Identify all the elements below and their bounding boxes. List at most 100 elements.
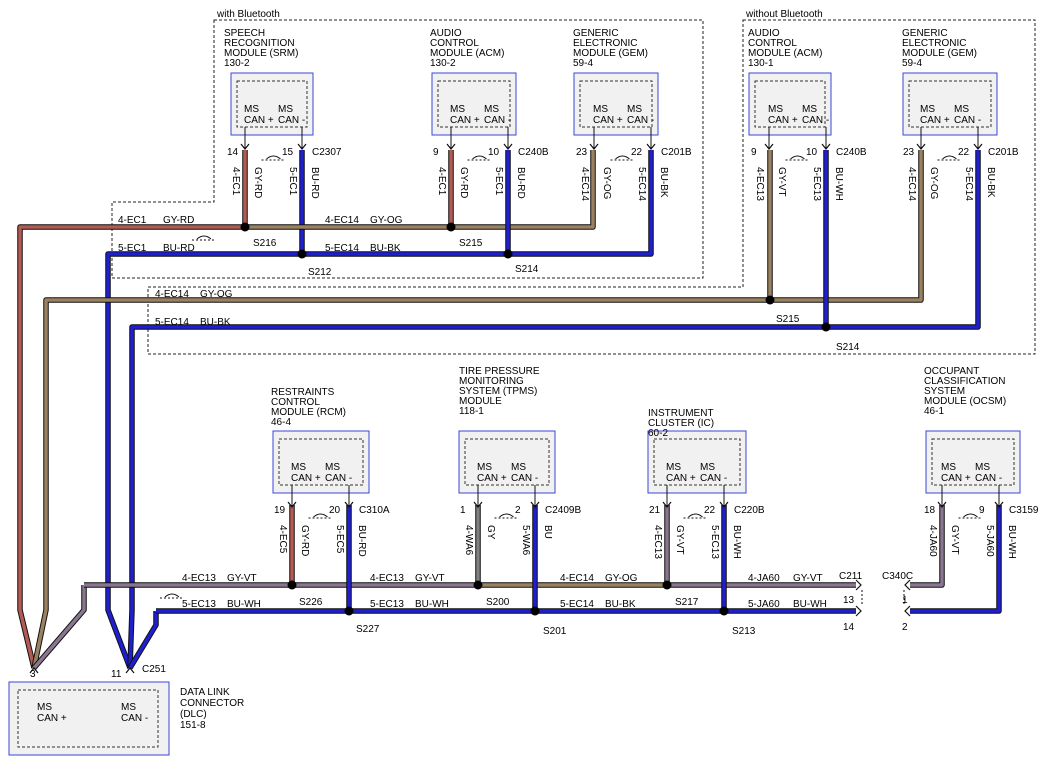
pin-label-can-minus: MS bbox=[700, 462, 715, 473]
bus-color-label: GY-VT bbox=[415, 573, 445, 584]
bus-color-label: GY-OG bbox=[370, 215, 403, 226]
pin-label-can-minus: MS bbox=[278, 104, 293, 115]
module-title-line: SYSTEM bbox=[924, 386, 965, 397]
pin-number: 22 bbox=[704, 505, 716, 516]
splice-label: S227 bbox=[356, 624, 380, 635]
splice-s216 bbox=[240, 222, 250, 232]
module-title-line: 60-2 bbox=[648, 428, 668, 439]
module-title-line: ELECTRONIC bbox=[902, 38, 966, 49]
wire-color: GY bbox=[485, 525, 496, 540]
bus-circuit-label: 4-JA60 bbox=[748, 573, 780, 584]
module-title-line: MODULE (SRM) bbox=[224, 48, 298, 59]
pin-arrow bbox=[240, 143, 250, 150]
module-title-line: AUDIO bbox=[430, 28, 462, 39]
module-title-line: 59-4 bbox=[573, 58, 593, 69]
twist-marker bbox=[499, 513, 514, 518]
module-title-line: CONTROL bbox=[271, 397, 320, 408]
inline-connector: C211 C340C 13 14 1 2 bbox=[839, 571, 913, 633]
bus-circuit-label: 4-EC1 bbox=[118, 215, 147, 226]
bus-color-label: BU-BK bbox=[200, 317, 231, 328]
wire-ocsm-5ja60 bbox=[910, 505, 1002, 614]
wire-5-ec14-long bbox=[127, 150, 829, 669]
pin-arrow bbox=[719, 501, 729, 508]
bus-color-label: GY-VT bbox=[793, 573, 823, 584]
splice-s217 bbox=[662, 580, 672, 590]
module-title-line: MODULE (RCM) bbox=[271, 407, 346, 418]
inline-pin-arrow bbox=[855, 579, 862, 591]
splice-label: S215 bbox=[776, 314, 800, 325]
twist-marker bbox=[963, 513, 978, 518]
bus-circuit-label: 5-JA60 bbox=[748, 599, 780, 610]
connector-id: C240B bbox=[518, 147, 549, 158]
inline-pin-arrow bbox=[904, 579, 911, 591]
dlc-pin2-l2: CAN - bbox=[121, 713, 148, 724]
wire-circuit: 5-EC14 bbox=[963, 167, 974, 201]
pin-arrow bbox=[994, 501, 1004, 508]
wire-circuit: 5-JA60 bbox=[984, 525, 995, 557]
wire-4-ec14-gem2 bbox=[770, 150, 924, 303]
with-bluetooth-border bbox=[111, 19, 704, 279]
pin-label-can-plus: MS bbox=[941, 462, 956, 473]
wire-5-ec1 bbox=[105, 150, 305, 669]
pin-label-can-plus: CAN + bbox=[941, 473, 971, 484]
pin-label-can-plus: CAN + bbox=[477, 473, 507, 484]
wire-circuit: 4-EC1 bbox=[436, 167, 447, 196]
connector-id: C310A bbox=[359, 505, 390, 516]
wire-ocsm-4ja60 bbox=[910, 505, 945, 588]
bus-circuit-label: 4-EC14 bbox=[560, 573, 594, 584]
splice-s215 bbox=[446, 222, 456, 232]
dlc-title-1: DATA LINK bbox=[180, 687, 230, 698]
module-title-line: CLASSIFICATION bbox=[924, 376, 1006, 387]
wire-circuit: 4-EC14 bbox=[906, 167, 917, 201]
bus-color-label: GY-OG bbox=[200, 289, 233, 300]
wire-5-ec13-dlc bbox=[127, 611, 159, 670]
splice-label: S226 bbox=[299, 597, 323, 608]
wire-circuit: 4-EC14 bbox=[579, 167, 590, 201]
twist-marker bbox=[164, 593, 180, 598]
c211-pin-13: 13 bbox=[843, 595, 855, 606]
pin-arrow bbox=[973, 143, 983, 150]
pin-number: 19 bbox=[274, 505, 286, 516]
connector-id: C2409B bbox=[545, 505, 581, 516]
wire-color: GY-OG bbox=[601, 167, 612, 200]
pin-number: 23 bbox=[903, 147, 915, 158]
pin-number: 10 bbox=[806, 147, 818, 158]
bus-circuit-label: 5-EC14 bbox=[155, 317, 189, 328]
splice-s214 bbox=[503, 249, 513, 259]
splice-s214 bbox=[821, 322, 831, 332]
wire-color: GY-RD bbox=[299, 525, 310, 556]
dlc-pin2-l1: MS bbox=[121, 702, 136, 713]
pin-arrow bbox=[530, 501, 540, 508]
pin-label-can-minus: CAN - bbox=[278, 115, 305, 126]
pin-label-can-plus: MS bbox=[920, 104, 935, 115]
splice-s213 bbox=[719, 606, 729, 616]
connector-id: C2307 bbox=[312, 147, 342, 158]
inline-pin-arrow bbox=[904, 605, 911, 617]
twist-marker bbox=[942, 155, 957, 160]
pin-label-can-plus: CAN + bbox=[666, 473, 696, 484]
wire-color: BU-RD bbox=[309, 167, 320, 199]
dlc-pin1-l1: MS bbox=[37, 702, 52, 713]
bus-color-label: BU-WH bbox=[415, 599, 449, 610]
pin-label-can-minus: MS bbox=[484, 104, 499, 115]
bus-circuit-label: 5-EC14 bbox=[560, 599, 594, 610]
pin-label-can-plus: CAN + bbox=[291, 473, 321, 484]
pin-label-can-minus: MS bbox=[325, 462, 340, 473]
pin-label-can-minus: MS bbox=[511, 462, 526, 473]
wires bbox=[17, 150, 1002, 670]
module-title-line: MODULE (ACM) bbox=[430, 48, 504, 59]
pin-label-can-minus: MS bbox=[627, 104, 642, 115]
module-title-line: MONITORING bbox=[459, 376, 524, 387]
module-title-line: AUDIO bbox=[748, 28, 780, 39]
pin-label-can-minus: CAN - bbox=[325, 473, 352, 484]
pin-label-can-minus: CAN - bbox=[627, 115, 654, 126]
pin-number: 9 bbox=[751, 147, 757, 158]
module-title-line: CONTROL bbox=[430, 38, 479, 49]
pin-label-can-plus: CAN + bbox=[593, 115, 623, 126]
bus-color-label: GY-OG bbox=[605, 573, 638, 584]
module-title-line: INSTRUMENT bbox=[648, 408, 714, 419]
splice-s200 bbox=[473, 580, 483, 590]
pin-label-can-minus: CAN - bbox=[975, 473, 1002, 484]
